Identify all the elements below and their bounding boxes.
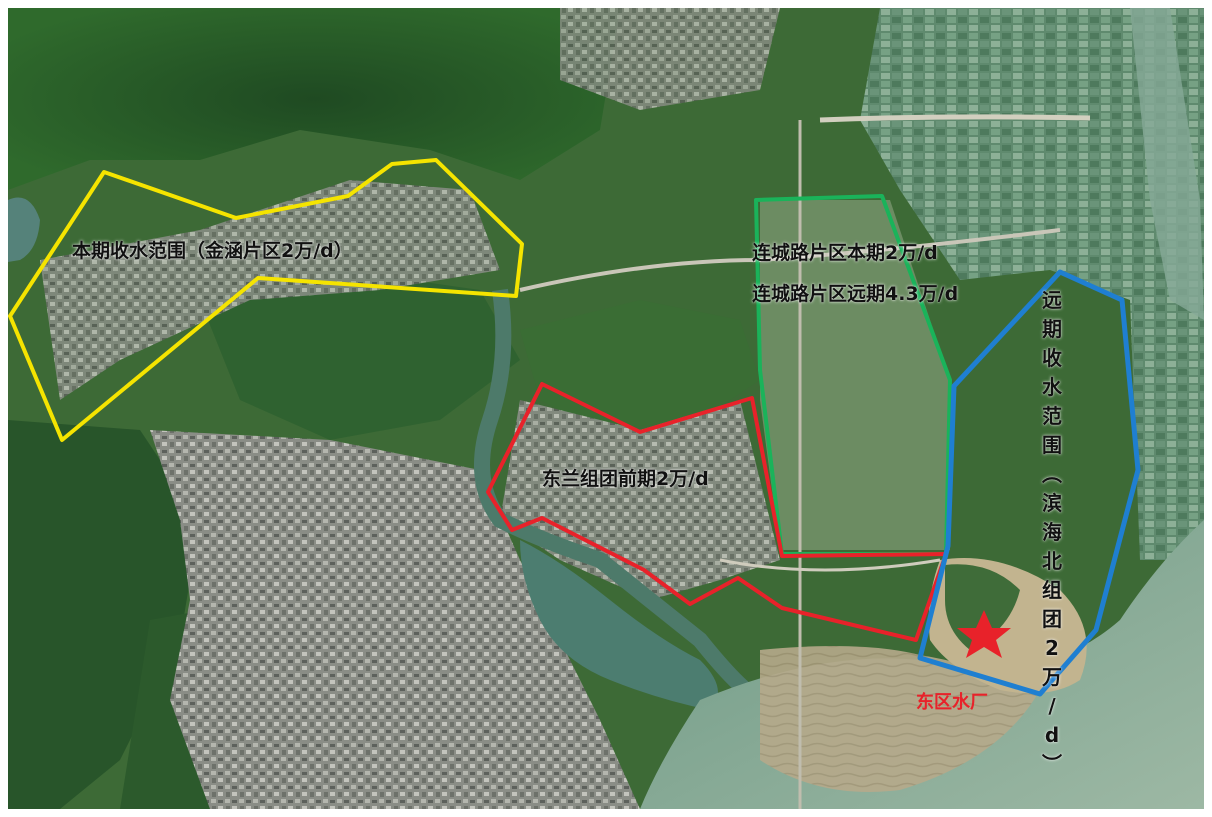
zone-binhai-label-glyph: 滨	[1042, 491, 1062, 515]
forest-west	[8, 420, 200, 809]
tidal-flat	[760, 646, 1040, 792]
zone-binhai-label-glyph: 团	[1042, 607, 1062, 631]
road-main	[519, 228, 1061, 292]
urban-north-strip	[560, 8, 780, 110]
zone-binhai-label-glyph: /	[1048, 694, 1056, 718]
road-north	[819, 114, 1091, 123]
river-east-strip	[1130, 8, 1204, 320]
lake	[520, 540, 718, 710]
zone-binhai-label-glyph: 远	[1042, 288, 1062, 312]
zone-binhai-label-glyph: 围	[1042, 433, 1062, 457]
zone-lianchenglu-label-future: 连城路片区远期4.3万/d	[752, 283, 959, 305]
zone-binhai-label-glyph: 海	[1042, 520, 1062, 544]
star-icon	[957, 610, 1011, 658]
zone-lianchenglu-label-current: 连城路片区本期2万/d	[752, 242, 938, 264]
water-plant-label: 东区水厂	[916, 692, 988, 713]
zone-binhai-label-glyph: 水	[1042, 375, 1062, 399]
urban-north	[40, 180, 500, 400]
zone-donglan-label: 东兰组团前期2万/d	[542, 468, 709, 490]
zone-binhai-label-glyph: ︶	[1042, 752, 1062, 776]
zone-binhai-boundary	[917, 269, 1141, 697]
zone-binhai-label-glyph: d	[1044, 723, 1060, 747]
urban-southwest	[150, 430, 640, 809]
zone-binhai-label-glyph: 万	[1042, 665, 1062, 689]
zone-binhai-label-glyph: 期	[1042, 317, 1062, 341]
zone-binhai-label-glyph: 北	[1042, 549, 1062, 573]
farmland-center	[760, 200, 950, 550]
zone-binhai-label-glyph: 收	[1042, 346, 1062, 370]
river	[474, 288, 764, 708]
zone-donglan-boundary	[486, 382, 948, 642]
forest-mid	[200, 270, 520, 440]
lake-west	[8, 197, 40, 262]
zone-binhai-label-glyph: 范	[1042, 404, 1062, 428]
zone-jinhan-boundary	[8, 158, 524, 442]
road-coastal	[719, 558, 941, 572]
farmland-east	[860, 8, 1204, 560]
zone-jinhan-label: 本期收水范围（金涵片区2万/d）	[72, 240, 353, 262]
forest-north	[8, 8, 620, 190]
zone-binhai-label-glyph: 2	[1045, 636, 1059, 660]
zone-binhai-label-glyph: ︵	[1042, 462, 1062, 486]
forest-east-hill	[520, 300, 760, 430]
zone-binhai-label-glyph: 组	[1042, 578, 1062, 602]
zone-binhai-label: 远期收水范围 ︵ 滨海北组团 2 万 / d ︶	[1040, 286, 1064, 779]
